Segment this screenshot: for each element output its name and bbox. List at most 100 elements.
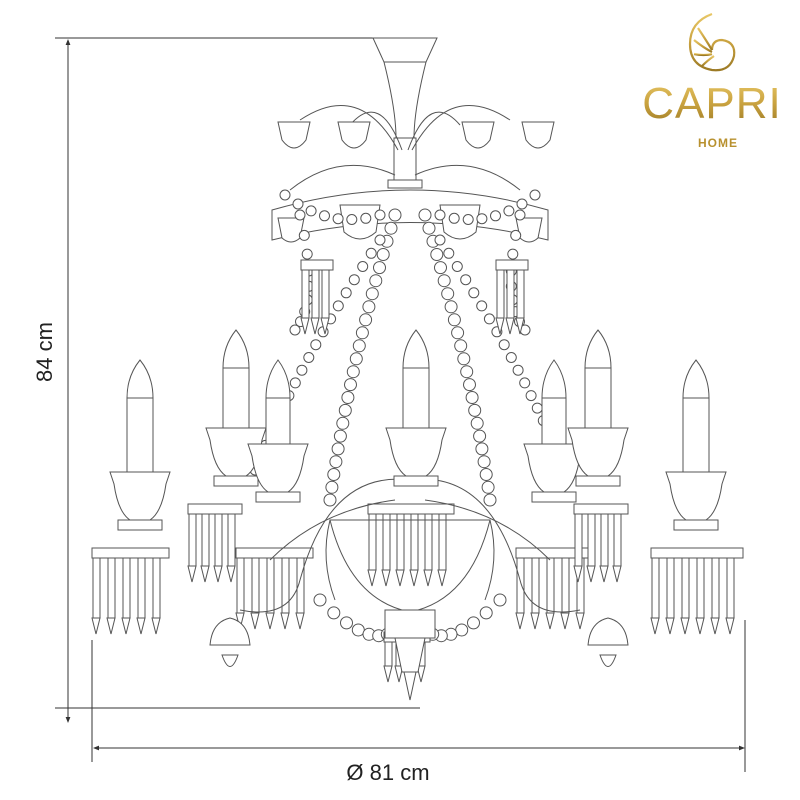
crystal-bead: [434, 261, 447, 275]
crystal-bead: [303, 352, 315, 363]
crystal-bead: [519, 377, 531, 389]
crystal-bead: [301, 248, 313, 260]
drop-stem: [711, 557, 720, 619]
crystal-bead: [460, 365, 474, 379]
crystal-bead: [479, 606, 493, 620]
drop-band: [495, 259, 529, 271]
crystal-bead: [483, 313, 495, 325]
crystal-bead: [360, 212, 372, 224]
crystal-bead: [490, 210, 501, 222]
drop-stem: [251, 557, 260, 614]
drop-band: [650, 547, 744, 559]
lower-arms: [239, 478, 581, 613]
candle-cup: [109, 471, 171, 521]
crystal-bead: [352, 339, 366, 353]
candle-flame: [126, 359, 154, 399]
crystal-bead: [388, 208, 402, 222]
crystal-bead: [355, 326, 369, 340]
candle-flame: [584, 329, 612, 369]
crystal-bead: [470, 416, 484, 430]
drop-stem: [506, 269, 515, 319]
crystal-bead: [369, 274, 383, 288]
crystal-bead: [473, 429, 487, 443]
crystal-bead: [296, 364, 308, 376]
crystal-bead: [332, 300, 344, 312]
crystal-bead: [434, 209, 446, 221]
candle: [247, 359, 309, 503]
crystal-bead: [333, 429, 347, 443]
drop-stem: [600, 513, 609, 567]
drop-prism: [505, 317, 515, 335]
crystal-bead: [362, 300, 376, 314]
crystal-bead: [430, 248, 444, 261]
height-dimension: [55, 37, 420, 723]
crystal-bead: [422, 221, 436, 235]
crystal-bead: [505, 352, 517, 363]
drop-stem: [587, 513, 596, 567]
candle-body: [541, 397, 567, 445]
logo-subtitle: HOME: [698, 136, 738, 150]
drop-prism: [530, 612, 540, 630]
drop-prism: [295, 612, 305, 630]
candle: [567, 329, 629, 487]
crystal-bead: [338, 403, 352, 417]
candle-bobeche: [575, 475, 621, 487]
drop-stem: [681, 557, 690, 619]
drop-prism: [680, 617, 690, 635]
candle-bobeche: [255, 491, 301, 503]
drop-prism: [545, 612, 555, 630]
crystal-bead: [331, 442, 345, 456]
crystal-bead: [346, 365, 360, 379]
crystal-bead: [292, 198, 304, 210]
candle-bobeche: [117, 519, 163, 531]
drop-prism: [250, 612, 260, 630]
crystal-bead: [468, 287, 480, 299]
candle-cup: [385, 427, 447, 477]
crystal-bead: [279, 189, 291, 201]
canopy: [372, 37, 438, 189]
candle: [523, 359, 585, 503]
crystal-bead: [323, 493, 337, 507]
drop-prism: [213, 565, 223, 583]
crystal-bead: [444, 300, 458, 314]
crystal-bead: [305, 205, 317, 217]
candle-bobeche: [673, 519, 719, 531]
crystal-bead: [344, 378, 357, 392]
drop-prism: [395, 569, 405, 587]
drop-prism: [575, 612, 585, 630]
drop-prism: [121, 617, 131, 635]
crystal-bead: [476, 300, 488, 312]
drop-stem: [107, 557, 116, 619]
crystal-bead: [310, 339, 322, 351]
diameter-label: Ø 81 cm: [346, 760, 429, 785]
candle: [205, 329, 267, 487]
drop-stem: [201, 513, 210, 567]
drop-stem: [516, 269, 525, 319]
upper-arms: [289, 105, 521, 191]
logo-brand: CAPRI: [642, 79, 781, 128]
drop-prism: [599, 565, 609, 583]
crystal-bead: [298, 229, 310, 241]
drop-stem: [382, 513, 391, 571]
upper-cups: [277, 121, 555, 149]
crystal-bead: [365, 287, 379, 301]
crystal-bead: [476, 213, 488, 225]
candle: [665, 359, 727, 531]
drop-stem: [396, 513, 405, 571]
crystal-bead: [503, 205, 515, 217]
crystal-bead: [329, 455, 343, 469]
drop-prism: [383, 665, 393, 683]
crystal-bead: [374, 234, 386, 246]
drop-prism: [367, 569, 377, 587]
drop-prism: [423, 569, 433, 587]
crystal-bead: [325, 480, 339, 494]
drop-prism: [437, 569, 447, 587]
crystal-bead: [468, 403, 482, 417]
crystal-bead: [493, 593, 507, 607]
crystal-bead: [340, 287, 352, 299]
candle-bobeche: [531, 491, 577, 503]
drop-prism: [200, 565, 210, 583]
crystal-bead: [498, 339, 510, 351]
crystal-bead: [477, 455, 491, 469]
crystal-bead: [376, 248, 390, 261]
